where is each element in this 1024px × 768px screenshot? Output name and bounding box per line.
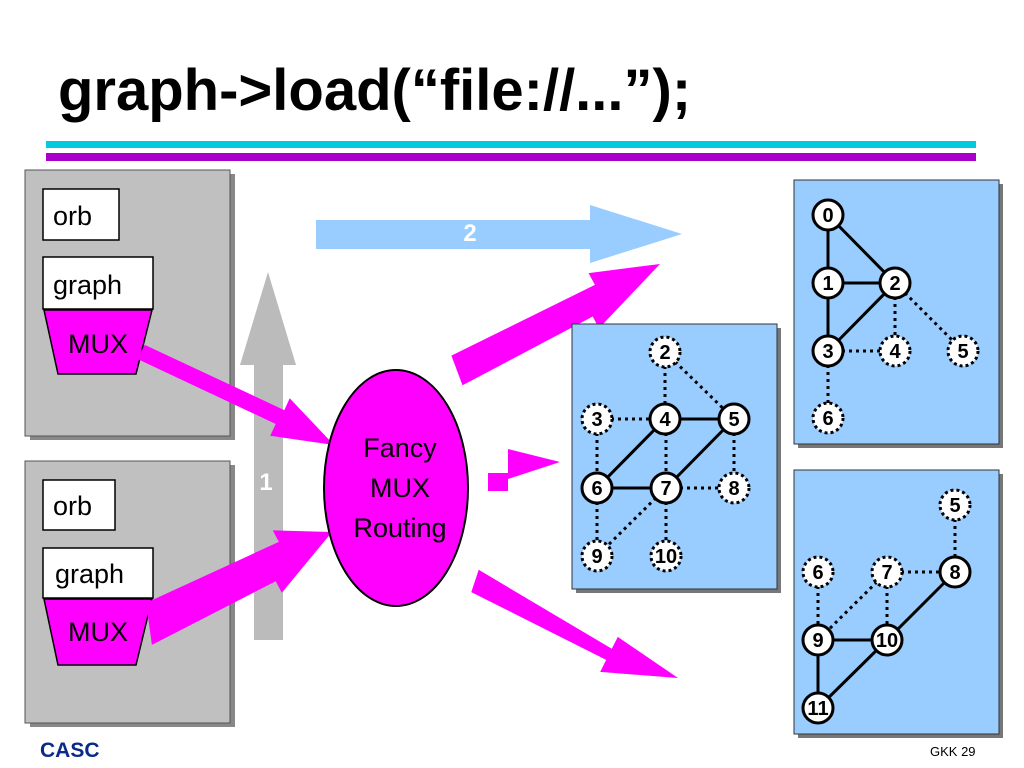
- node-label: 3: [591, 409, 602, 431]
- slide-title: graph->load(“file://...”);: [58, 58, 692, 123]
- graph-node: 9: [580, 539, 614, 573]
- node-label: 8: [728, 478, 739, 500]
- client-panel-1: orb graph MUX: [24, 169, 235, 440]
- mux-label: MUX: [68, 617, 128, 647]
- node-label: 6: [591, 478, 602, 500]
- graph-node: 4: [878, 334, 912, 368]
- title-rule: [46, 141, 976, 161]
- graph-node: 8: [717, 471, 751, 505]
- graph-node: 6: [801, 555, 835, 589]
- graph-node: 7: [649, 471, 683, 505]
- mux-label: MUX: [68, 329, 128, 359]
- graph-node: 3: [580, 402, 614, 436]
- node-label: 7: [660, 478, 671, 500]
- router-to-bottom-graph-arrow: [471, 569, 678, 678]
- graph-node: 1: [811, 266, 845, 300]
- graph-node: 0: [811, 198, 845, 232]
- node-label: 6: [822, 408, 833, 430]
- node-label: 11: [807, 698, 828, 720]
- step-2-label: 2: [463, 220, 476, 247]
- graph-node: 5: [717, 402, 751, 436]
- mux-to-router-arrow-2: [146, 530, 332, 645]
- step-2-arrow: 2: [316, 205, 682, 263]
- node-label: 2: [659, 342, 670, 364]
- graph-label: graph: [53, 270, 122, 300]
- graph-box: [42, 547, 154, 599]
- router-line-3: Routing: [353, 513, 446, 543]
- node-label: 4: [889, 341, 901, 363]
- node-label: 1: [822, 273, 833, 295]
- graph-node: 6: [811, 401, 845, 435]
- footer-org: CASC: [40, 739, 100, 762]
- graph-node: 5: [938, 488, 972, 522]
- orb-label: orb: [53, 201, 92, 231]
- node-label: 5: [957, 341, 968, 363]
- node-label: 10: [655, 546, 677, 568]
- graph-node: 2: [878, 266, 912, 300]
- graph-node: 10: [649, 539, 683, 573]
- mux-router: Fancy MUX Routing: [323, 369, 469, 607]
- node-label: 6: [812, 562, 823, 584]
- orb-label: orb: [53, 491, 92, 521]
- node-label: 2: [889, 273, 900, 295]
- node-label: 8: [949, 562, 960, 584]
- graph-node: 7: [870, 555, 904, 589]
- node-label: 5: [949, 495, 960, 517]
- node-label: 9: [812, 630, 823, 652]
- graph-panel-top: 0 1 2 3 4 5 6: [793, 179, 1003, 448]
- node-label: 0: [822, 205, 833, 227]
- node-label: 7: [881, 562, 892, 584]
- graph-node: 6: [580, 471, 614, 505]
- graph-node: 10: [870, 623, 904, 657]
- router-to-top-graph-arrow: [451, 264, 660, 386]
- node-label: 3: [822, 341, 833, 363]
- mux-trapezoid: [43, 309, 153, 375]
- footer-page-number: GKK 29: [930, 744, 976, 759]
- graph-box: [42, 256, 154, 310]
- graph-node: 2: [648, 335, 682, 369]
- node-label: 10: [876, 630, 898, 652]
- node-label: 9: [591, 546, 602, 568]
- graph-panel-bottom: 5 6 7 8 9 10 11: [793, 469, 1003, 738]
- router-line-2: MUX: [370, 473, 430, 503]
- graph-label: graph: [55, 559, 124, 589]
- orb-box: [42, 479, 116, 531]
- node-label: 4: [659, 409, 671, 431]
- graph-node: 9: [801, 623, 835, 657]
- mux-to-router-arrow-1: [137, 344, 334, 445]
- node-label: 5: [728, 409, 739, 431]
- router-line-1: Fancy: [363, 433, 437, 463]
- graph-node: 8: [938, 555, 972, 589]
- graph-panel-center: 2 3 4 5 6 7 8 9 10: [571, 323, 781, 593]
- graph-node: 4: [648, 402, 682, 436]
- router-to-center-graph-arrow: [488, 449, 560, 491]
- step-1-label: 1: [259, 469, 272, 496]
- mux-trapezoid: [43, 598, 153, 666]
- orb-box: [42, 188, 120, 241]
- graph-node: 5: [946, 334, 980, 368]
- graph-node: 3: [811, 334, 845, 368]
- graph-node: 11: [801, 691, 835, 725]
